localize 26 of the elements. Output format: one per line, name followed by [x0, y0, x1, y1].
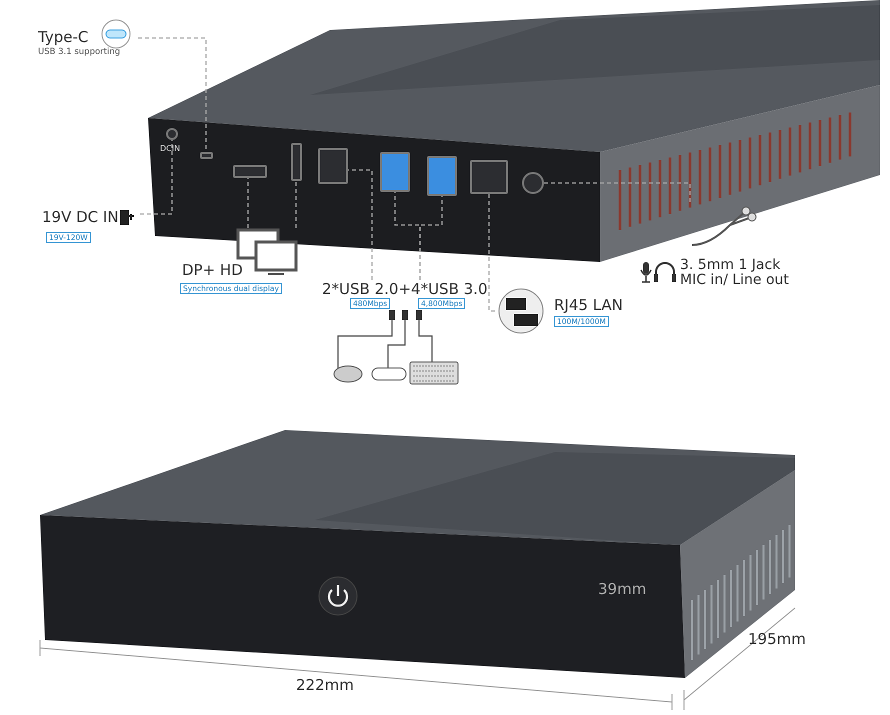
- leader-line: [247, 178, 249, 228]
- hdmi-port: [291, 143, 302, 181]
- leader-line: [348, 169, 373, 280]
- usb-port-pair: [427, 156, 457, 196]
- leader-line: [544, 182, 691, 205]
- leader-line: [140, 140, 173, 215]
- usb-c-port: [200, 152, 213, 159]
- port-label: DCIN: [160, 144, 180, 153]
- display-port: [233, 165, 267, 178]
- callout-title: Type-C: [38, 28, 88, 46]
- callout-title: RJ45 LAN: [554, 296, 623, 314]
- callout-title: 19V DC IN: [42, 208, 119, 226]
- callout-title: DP+ HD: [182, 261, 243, 279]
- callout-title: 2*USB 2.0+4*USB 3.0: [322, 280, 488, 298]
- callout-subtitle: USB 3.1 supporting: [38, 47, 120, 57]
- leader-line: [295, 181, 297, 228]
- leader-line: [138, 37, 207, 152]
- dimension-label: 195mm: [748, 630, 806, 648]
- usb-port-pair: [380, 152, 410, 192]
- leader-line: [488, 194, 498, 312]
- leader-line: [419, 196, 443, 280]
- usb-port-pair: [318, 148, 348, 184]
- callout-title: 3. 5mm 1 Jack MIC in/ Line out: [680, 258, 790, 288]
- ethernet-port: [470, 160, 508, 194]
- dimension-label: 39mm: [598, 580, 646, 598]
- dimension-label: 222mm: [296, 676, 354, 694]
